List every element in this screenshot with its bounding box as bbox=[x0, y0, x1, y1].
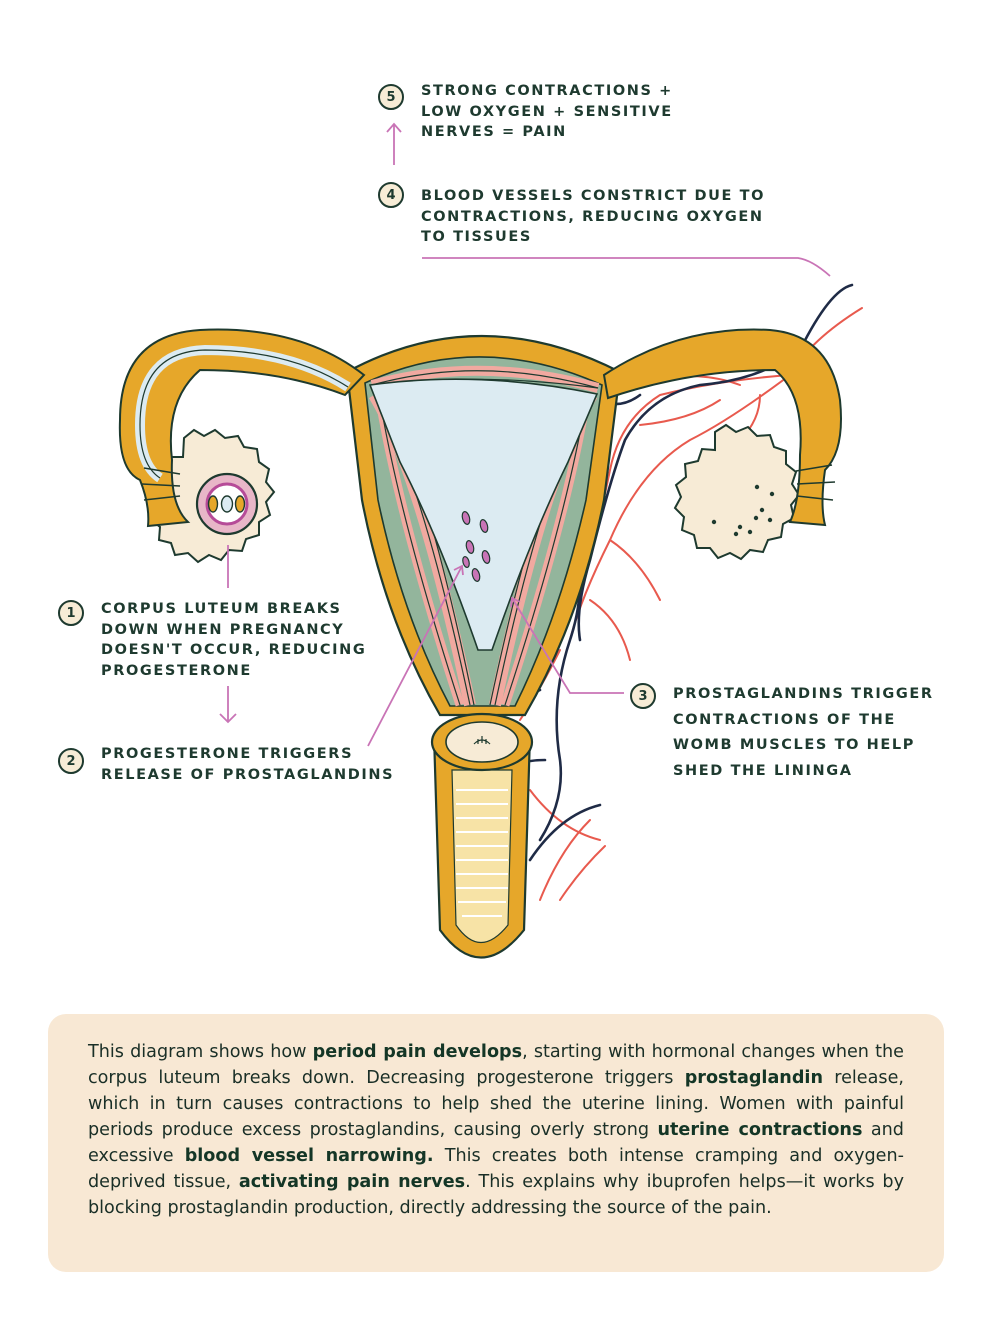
step-5-text: STRONG CONTRACTIONS + LOW OXYGEN + SENSI… bbox=[421, 83, 673, 140]
step-1: 1 CORPUS LUTEUM BREAKS DOWN WHEN PREGNAN… bbox=[58, 600, 366, 681]
summary-part: and excessive bbox=[88, 1120, 904, 1166]
cervix bbox=[430, 712, 534, 959]
vaginal-rugae bbox=[456, 789, 508, 917]
summary-bold: prostaglandin bbox=[684, 1068, 823, 1088]
summary-part: release, which in turn causes contractio… bbox=[88, 1068, 904, 1140]
step-1-badge: 1 bbox=[58, 600, 84, 626]
pointer-step2 bbox=[367, 564, 464, 747]
summary-part: . This explains why ibuprofen helps—it w… bbox=[88, 1172, 904, 1218]
pointer-lines bbox=[219, 122, 831, 747]
arrow-step4-to-step5 bbox=[386, 122, 402, 165]
summary-part: , starting with hormonal changes when th… bbox=[88, 1042, 904, 1088]
summary-bold: uterine contractions bbox=[657, 1120, 863, 1140]
prostaglandin-molecules bbox=[461, 511, 491, 582]
pointer-step3 bbox=[510, 596, 624, 694]
uterine-cavity bbox=[368, 378, 599, 651]
step-4: 4 BLOOD VESSELS CONSTRICT DUE TO CONTRAC… bbox=[378, 182, 765, 248]
summary-text: This diagram shows how period pain devel… bbox=[88, 1039, 904, 1221]
summary-part: This creates both intense cramping and o… bbox=[88, 1146, 904, 1192]
step-3: 3 PROSTAGLANDINS TRIGGER CONTRACTIONS OF… bbox=[630, 683, 934, 784]
step-2-badge: 2 bbox=[58, 748, 84, 774]
left-fallopian-tube bbox=[118, 328, 366, 528]
right-ovary bbox=[673, 423, 801, 561]
step-2-text: PROGESTERONE TRIGGERS RELEASE OF PROSTAG… bbox=[101, 746, 395, 783]
step-4-text: BLOOD VESSELS CONSTRICT DUE TO CONTRACTI… bbox=[421, 188, 766, 245]
summary-part: This diagram shows how bbox=[88, 1042, 313, 1062]
step-5-badge: 5 bbox=[378, 84, 404, 110]
step-3-badge: 3 bbox=[630, 683, 656, 709]
step-5: 5 STRONG CONTRACTIONS + LOW OXYGEN + SEN… bbox=[378, 83, 673, 143]
follicle-dots bbox=[711, 484, 775, 537]
summary-box: This diagram shows how period pain devel… bbox=[48, 1014, 944, 1272]
left-ovary bbox=[146, 428, 276, 564]
summary-bold: activating pain nerves bbox=[238, 1172, 466, 1192]
step-4-badge: 4 bbox=[378, 182, 404, 208]
arrow-step1-to-step2 bbox=[219, 686, 237, 724]
step-3-text: PROSTAGLANDINS TRIGGER CONTRACTIONS OF T… bbox=[673, 686, 934, 779]
step-1-text: CORPUS LUTEUM BREAKS DOWN WHEN PREGNANCY… bbox=[101, 601, 367, 679]
summary-bold: period pain develops bbox=[312, 1042, 523, 1062]
corpus-luteum bbox=[207, 495, 246, 513]
uterus-diagram bbox=[118, 122, 863, 959]
step-2: 2 PROGESTERONE TRIGGERS RELEASE OF PROST… bbox=[58, 746, 394, 785]
uterus bbox=[345, 334, 622, 717]
pointer-step4 bbox=[422, 257, 831, 277]
right-fallopian-tube bbox=[602, 328, 842, 527]
summary-bold: blood vessel narrowing. bbox=[184, 1146, 434, 1166]
